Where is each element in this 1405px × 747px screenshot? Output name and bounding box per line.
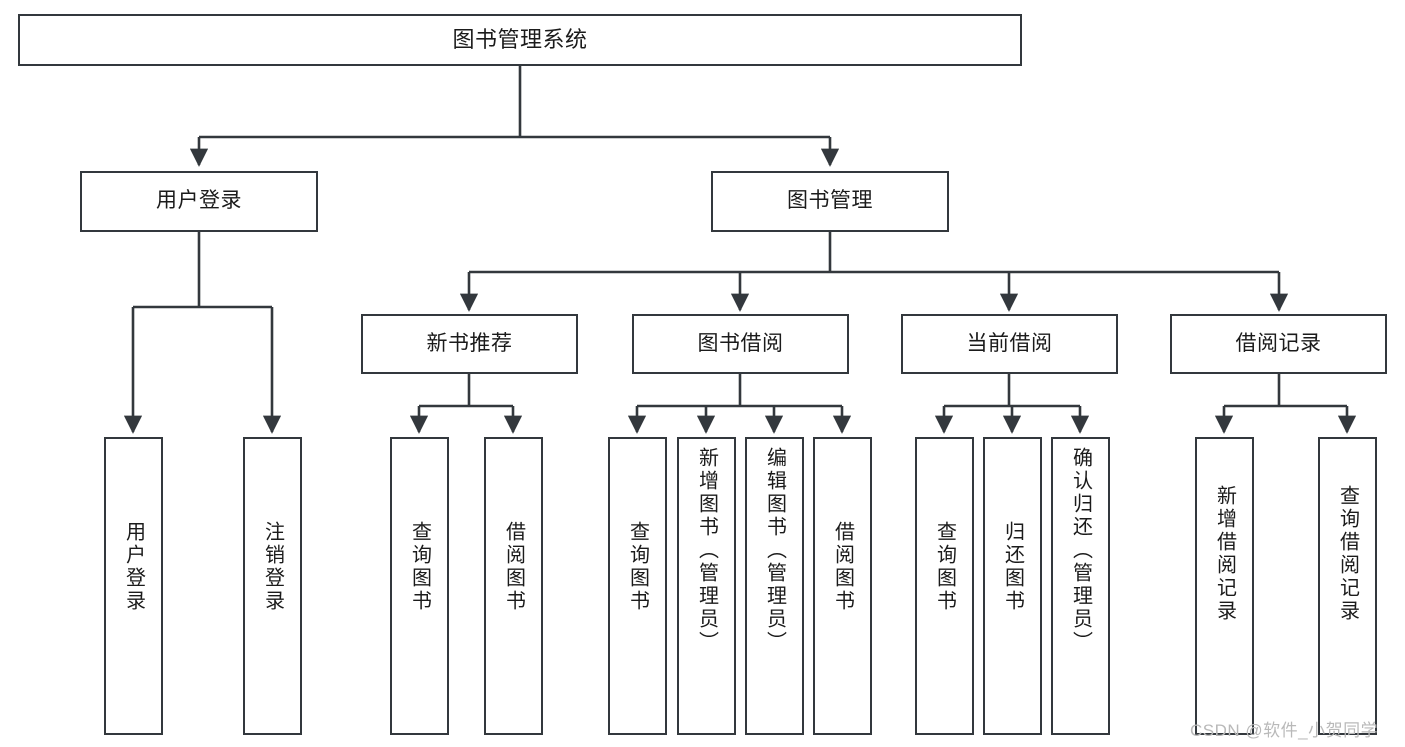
leaf-borrow-book-2-label: 借阅图书 bbox=[831, 521, 854, 613]
node-new-book-recommend[interactable]: 新书推荐 bbox=[361, 314, 578, 374]
leaf-edit-book-label: 编辑图书（管理员） bbox=[763, 447, 786, 654]
leaf-user-login[interactable]: 用户登录 bbox=[104, 437, 163, 735]
leaf-query-book-1-label: 查询图书 bbox=[408, 521, 431, 613]
node-user-login[interactable]: 用户登录 bbox=[80, 171, 318, 232]
leaf-query-book-2[interactable]: 查询图书 bbox=[608, 437, 667, 735]
leaf-edit-book[interactable]: 编辑图书（管理员） bbox=[745, 437, 804, 735]
node-user-login-label: 用户登录 bbox=[156, 189, 242, 213]
node-new-book-recommend-label: 新书推荐 bbox=[426, 331, 513, 355]
leaf-confirm-return-label: 确认归还（管理员） bbox=[1069, 447, 1092, 654]
leaf-query-record[interactable]: 查询借阅记录 bbox=[1318, 437, 1377, 735]
leaf-query-record-label: 查询借阅记录 bbox=[1336, 485, 1359, 623]
node-book-manage[interactable]: 图书管理 bbox=[711, 171, 949, 232]
leaf-add-record[interactable]: 新增借阅记录 bbox=[1195, 437, 1254, 735]
node-borrow-record-label: 借阅记录 bbox=[1235, 331, 1322, 355]
node-book-manage-label: 图书管理 bbox=[787, 189, 873, 213]
leaf-query-book-3[interactable]: 查询图书 bbox=[915, 437, 974, 735]
node-root[interactable]: 图书管理系统 bbox=[18, 14, 1022, 66]
node-current-borrow[interactable]: 当前借阅 bbox=[901, 314, 1118, 374]
leaf-add-book-label: 新增图书（管理员） bbox=[695, 447, 718, 654]
node-book-borrow[interactable]: 图书借阅 bbox=[632, 314, 849, 374]
leaf-logout-login-label: 注销登录 bbox=[261, 521, 284, 613]
leaf-query-book-1[interactable]: 查询图书 bbox=[390, 437, 449, 735]
csdn-watermark: CSDN @软件_小贺同学 bbox=[1190, 721, 1379, 740]
leaf-return-book-label: 归还图书 bbox=[1001, 521, 1024, 613]
leaf-query-book-2-label: 查询图书 bbox=[626, 521, 649, 613]
leaf-borrow-book-1[interactable]: 借阅图书 bbox=[484, 437, 543, 735]
leaf-add-book[interactable]: 新增图书（管理员） bbox=[677, 437, 736, 735]
leaf-logout-login[interactable]: 注销登录 bbox=[243, 437, 302, 735]
node-root-label: 图书管理系统 bbox=[452, 27, 588, 53]
leaf-user-login-label: 用户登录 bbox=[122, 521, 145, 613]
leaf-borrow-book-2[interactable]: 借阅图书 bbox=[813, 437, 872, 735]
leaf-confirm-return[interactable]: 确认归还（管理员） bbox=[1051, 437, 1110, 735]
node-book-borrow-label: 图书借阅 bbox=[697, 331, 784, 355]
leaf-query-book-3-label: 查询图书 bbox=[933, 521, 956, 613]
leaf-return-book[interactable]: 归还图书 bbox=[983, 437, 1042, 735]
node-borrow-record[interactable]: 借阅记录 bbox=[1170, 314, 1387, 374]
node-current-borrow-label: 当前借阅 bbox=[966, 331, 1053, 355]
leaf-add-record-label: 新增借阅记录 bbox=[1213, 485, 1236, 623]
leaf-borrow-book-1-label: 借阅图书 bbox=[502, 521, 525, 613]
